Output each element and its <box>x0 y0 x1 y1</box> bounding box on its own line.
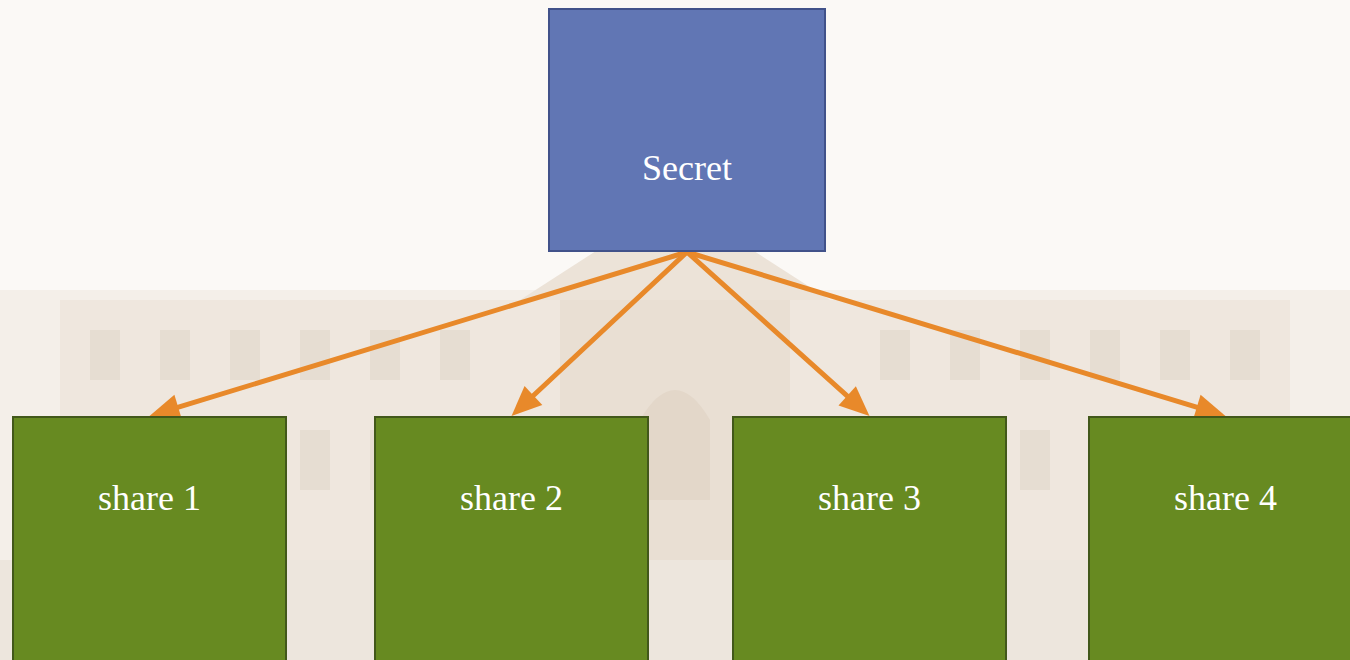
arrow-connector <box>150 252 688 420</box>
node-label: share 3 <box>818 478 921 519</box>
share-box: share 3 <box>732 416 1007 660</box>
share-box: share 4 <box>1088 416 1350 660</box>
secret-box: Secret <box>548 8 826 252</box>
share-box: share 2 <box>374 416 649 660</box>
arrow-connector <box>687 252 1226 420</box>
node-label: share 2 <box>460 478 563 519</box>
share-box: share 1 <box>12 416 287 660</box>
node-label: share 1 <box>98 478 201 519</box>
arrow-connector <box>687 252 870 416</box>
arrow-connector <box>512 252 688 416</box>
node-label: share 4 <box>1174 478 1277 519</box>
node-label: Secret <box>642 148 732 189</box>
